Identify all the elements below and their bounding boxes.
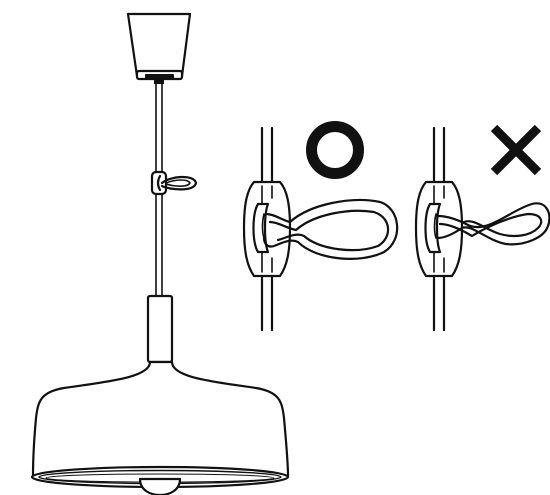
correct-loop — [261, 198, 399, 260]
correct-circle-icon — [306, 121, 364, 179]
pendant-lamp — [30, 12, 290, 495]
light-bulb — [138, 477, 182, 495]
wrong-loop — [433, 202, 550, 246]
ceiling-canopy — [126, 12, 192, 81]
wrong-cross-icon — [490, 124, 542, 176]
lamp-socket — [146, 294, 174, 364]
cord-adjuster-small — [150, 170, 198, 196]
wrong-cord — [432, 126, 446, 332]
wrong-example — [414, 124, 550, 332]
correct-adjuster-body — [242, 180, 292, 278]
lamp-shade — [30, 360, 290, 489]
correct-cord — [260, 126, 274, 332]
wrong-adjuster-body — [414, 180, 464, 278]
correct-example — [242, 121, 399, 332]
